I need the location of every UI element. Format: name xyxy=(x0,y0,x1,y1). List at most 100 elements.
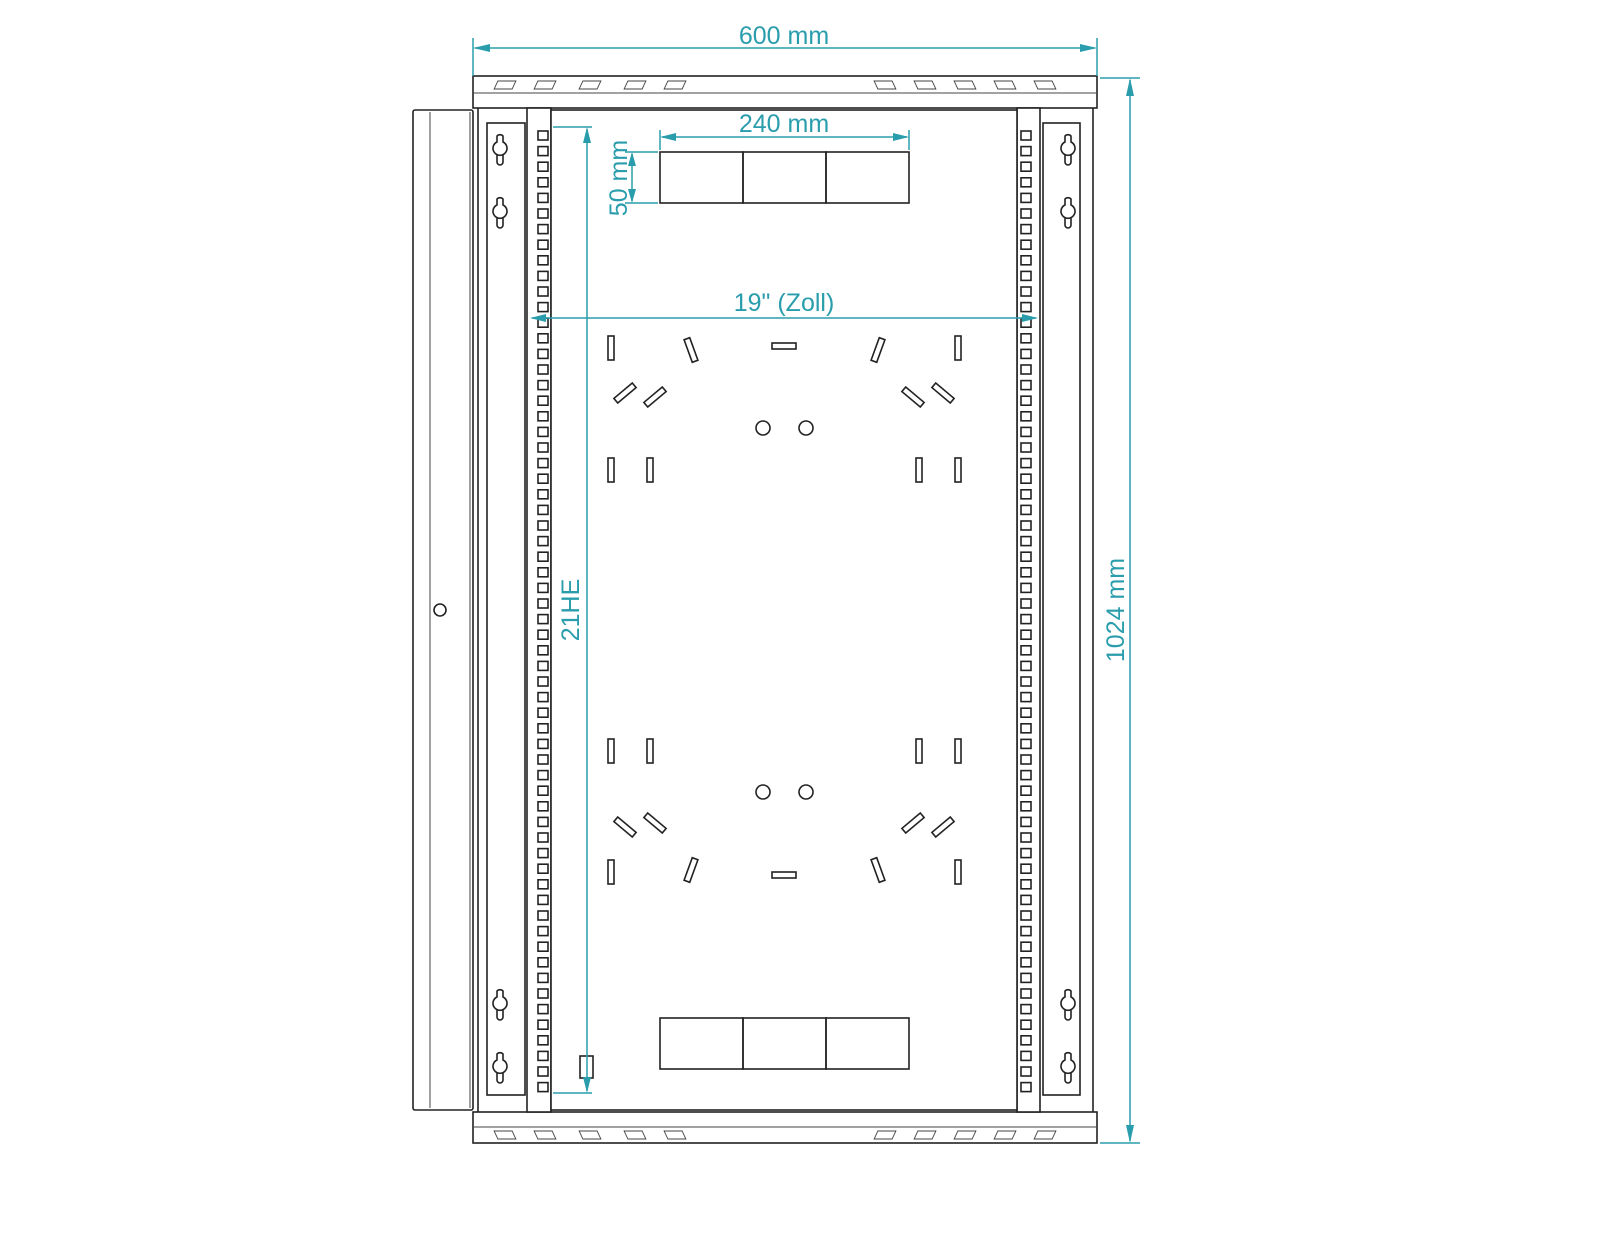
rail-hole xyxy=(537,364,549,375)
rail-hole xyxy=(1020,1066,1032,1077)
dimension-cable-entry-width: 240 mm xyxy=(659,110,910,150)
rail-hole xyxy=(1020,598,1032,609)
mounting-slot xyxy=(642,811,668,835)
frame-slot xyxy=(873,80,897,90)
rail-hole xyxy=(537,1081,549,1093)
rail-hole xyxy=(1020,1035,1032,1046)
rail-hole xyxy=(537,598,549,609)
rail-hole xyxy=(1020,878,1032,890)
rail-hole xyxy=(1020,286,1032,297)
rail-hole xyxy=(537,130,549,141)
mounting-slot xyxy=(771,871,797,879)
mounting-slot xyxy=(683,856,699,884)
rail-hole xyxy=(537,925,549,937)
rail-hole xyxy=(537,551,549,563)
rail-hole xyxy=(1020,629,1032,641)
rail-hole xyxy=(537,722,549,734)
rail-hole xyxy=(537,379,549,391)
rail-hole xyxy=(1020,988,1032,999)
frame-slot xyxy=(493,1130,517,1140)
mounting-slot xyxy=(612,381,638,405)
frame-slot xyxy=(663,80,687,90)
rail-hole xyxy=(1020,738,1032,750)
mounting-slot xyxy=(930,815,956,839)
rail-hole xyxy=(537,676,549,687)
frame-slot xyxy=(1033,1130,1057,1140)
rail-hole xyxy=(537,192,549,204)
rail-hole xyxy=(1020,941,1032,953)
frame-slot xyxy=(623,80,647,90)
rail-hole xyxy=(1020,255,1032,266)
mounting-slot xyxy=(683,336,699,364)
rail-hole xyxy=(537,785,549,797)
rail-hole xyxy=(537,410,549,422)
height-label: 1024 mm xyxy=(1102,558,1130,662)
rail-hole xyxy=(537,395,549,407)
rail-hole xyxy=(537,161,549,172)
mounting-slot xyxy=(900,385,926,409)
rail-hole xyxy=(1020,847,1032,859)
mounting-hole xyxy=(755,784,771,800)
rail-hole xyxy=(1020,863,1032,875)
rail-hole xyxy=(1020,239,1032,250)
keyhole-icon xyxy=(1060,133,1076,166)
left-side-panel xyxy=(486,122,526,1096)
rail-hole xyxy=(537,488,549,500)
rail-hole xyxy=(537,1003,549,1015)
mounting-slot xyxy=(771,342,797,350)
rail-hole xyxy=(1020,1019,1032,1031)
rail-hole xyxy=(537,816,549,828)
rail-hole xyxy=(1020,676,1032,687)
rail-hole xyxy=(1020,925,1032,937)
rail-hole xyxy=(537,863,549,875)
width-label: 600 mm xyxy=(739,22,829,50)
rail-hole xyxy=(537,582,549,594)
rail-hole xyxy=(1020,660,1032,672)
rail-hole xyxy=(537,504,549,516)
frame-slot xyxy=(953,80,977,90)
rail-hole xyxy=(1020,130,1032,141)
rail-hole xyxy=(537,1019,549,1031)
rail-hole xyxy=(537,270,549,282)
frame-slot xyxy=(913,80,937,90)
rail-hole xyxy=(537,520,549,531)
rail-hole xyxy=(1020,504,1032,516)
rail-hole xyxy=(537,894,549,906)
dimension-rack-units: 21HE xyxy=(553,126,592,1094)
frame-slot xyxy=(913,1130,937,1140)
frame-slot xyxy=(493,80,517,90)
rail-hole xyxy=(537,800,549,812)
right-side-panel xyxy=(1042,122,1081,1096)
rail-hole xyxy=(1020,566,1032,578)
cable-entry-width-label: 240 mm xyxy=(739,110,829,138)
dimension-19-inch: 19" (Zoll) xyxy=(530,289,1038,322)
rail-hole xyxy=(537,956,549,968)
rail-hole xyxy=(1020,582,1032,594)
mounting-slot xyxy=(646,457,654,483)
rail-hole xyxy=(1020,754,1032,765)
cabinet-drawing xyxy=(412,75,1098,1144)
rail-hole xyxy=(1020,722,1032,734)
rail-hole xyxy=(1020,488,1032,500)
rail-hole xyxy=(537,1035,549,1046)
rail-hole xyxy=(1020,800,1032,812)
rail-hole xyxy=(537,878,549,890)
frame-slot xyxy=(578,1130,602,1140)
rail-hole xyxy=(537,1050,549,1062)
rail-hole xyxy=(537,255,549,266)
rack-units-label: 21HE xyxy=(557,579,585,642)
top-frame xyxy=(472,75,1098,109)
rail-hole xyxy=(1020,535,1032,547)
rail-hole xyxy=(1020,457,1032,469)
rail-hole xyxy=(537,535,549,547)
rail-hole xyxy=(1020,473,1032,485)
rail-hole xyxy=(1020,426,1032,438)
frame-slot xyxy=(873,1130,897,1140)
rail-hole xyxy=(1020,161,1032,172)
rail-hole xyxy=(1020,223,1032,235)
rail-hole xyxy=(1020,364,1032,375)
rail-hole xyxy=(1020,348,1032,360)
rail-hole xyxy=(1020,707,1032,719)
rail-hole xyxy=(1020,145,1032,157)
